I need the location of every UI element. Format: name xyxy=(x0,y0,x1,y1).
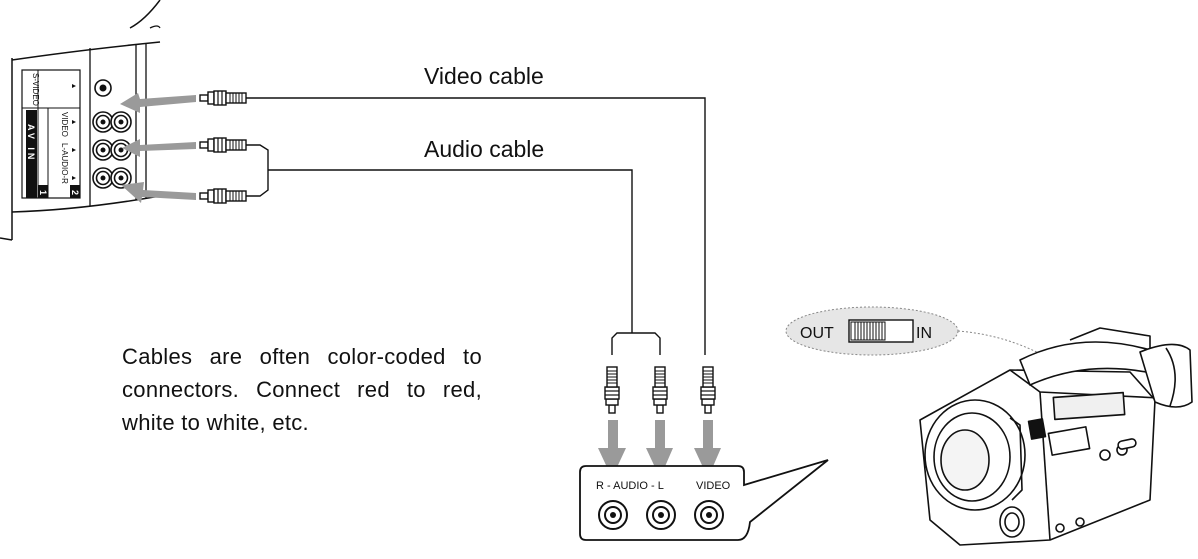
tv-audio-jack-3 xyxy=(92,167,114,189)
video-plug-cam xyxy=(700,366,716,414)
svideo-port-label: S-VIDEO xyxy=(31,73,40,106)
output-switch-callout: OUT IN xyxy=(785,306,1071,373)
cam-video-label: VIDEO xyxy=(696,480,731,492)
audio-plug-tv-bottom xyxy=(199,188,247,204)
tv-insert-arrows xyxy=(120,93,196,203)
cam-video-jack xyxy=(694,500,724,530)
port-markers xyxy=(72,84,76,180)
audio-cable xyxy=(246,144,661,355)
cam-audio-l-jack xyxy=(646,500,676,530)
audio-plug-r xyxy=(604,366,620,414)
video-cable-label: Video cable xyxy=(424,63,544,89)
switch-slider xyxy=(850,321,886,341)
camcorder-icon xyxy=(919,327,1193,546)
tv-video-jack-1 xyxy=(92,111,114,133)
switch-out-label: OUT xyxy=(800,325,834,342)
audio-plug-tv-top xyxy=(199,137,247,153)
input-1-label: 1 xyxy=(38,190,48,195)
tv-panel: S-VIDEO VIDEO L-AUDIO-R AV IN 1 2 xyxy=(0,0,161,241)
svideo-port xyxy=(94,79,112,97)
audio-plug-l xyxy=(652,366,668,414)
tv-audio-port-label: L-AUDIO-R xyxy=(60,143,69,184)
camcorder-jack-panel: R - AUDIO - L VIDEO xyxy=(579,459,829,541)
video-plug-tv xyxy=(199,90,247,106)
tv-video-port-label: VIDEO xyxy=(60,112,69,137)
tv-audio-jack-1 xyxy=(92,139,114,161)
video-cable xyxy=(246,97,706,355)
cam-audio-r-jack xyxy=(598,500,628,530)
tv-video-jack-2 xyxy=(110,111,132,133)
audio-cable-label: Audio cable xyxy=(424,136,544,162)
cam-audio-label: R - AUDIO - L xyxy=(596,480,664,492)
switch-in-label: IN xyxy=(916,325,932,342)
input-2-label: 2 xyxy=(70,190,80,195)
cam-insert-arrows xyxy=(598,420,721,478)
color-coding-note: Cables are often color-coded to connecto… xyxy=(122,344,482,435)
av-in-label: AV IN xyxy=(26,124,36,162)
